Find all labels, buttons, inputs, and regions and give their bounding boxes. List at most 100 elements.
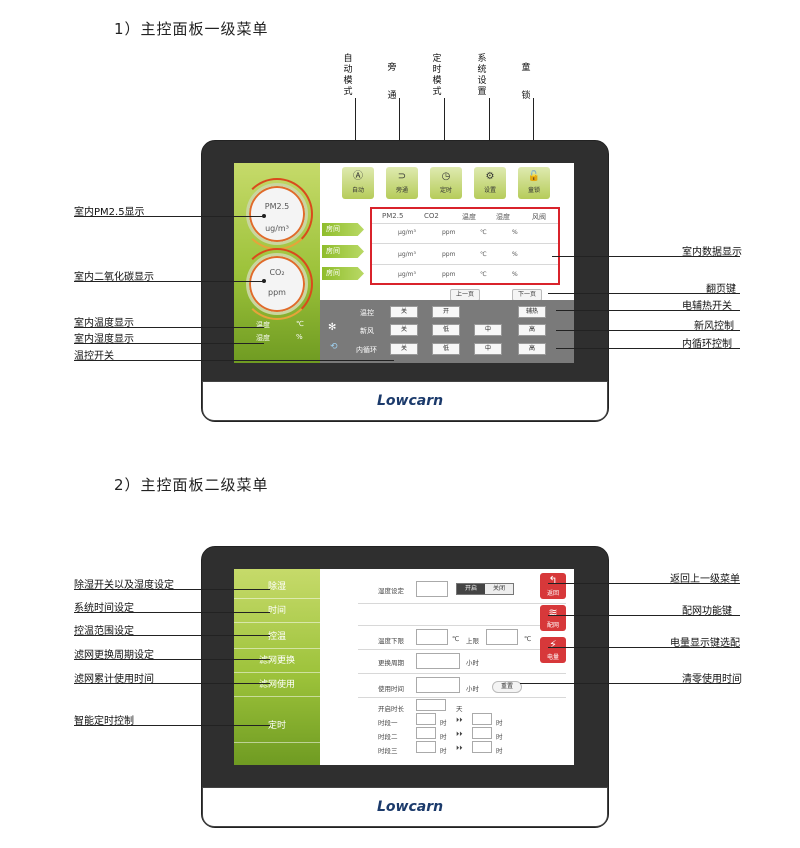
use-time-unit: 小时 <box>466 685 479 693</box>
humid-toggle[interactable]: 开启 关闭 <box>456 583 514 595</box>
temp-off-button[interactable]: 关 <box>390 306 418 318</box>
menu-timer[interactable]: 定时 <box>234 709 320 743</box>
slot2-end-field[interactable] <box>472 727 492 739</box>
top-label-timer: 定时模式 <box>432 54 442 97</box>
humid-label: 湿度 <box>256 334 270 342</box>
leader-line <box>74 216 264 217</box>
leader-line <box>520 683 740 684</box>
network-button[interactable]: ≋配网 <box>540 605 566 631</box>
callout-co2: 室内二氧化碳显示 <box>74 272 154 283</box>
replace-cycle-field[interactable] <box>416 653 460 669</box>
divider <box>358 603 566 604</box>
menu-filter-usage[interactable]: 滤网使用 <box>234 673 320 697</box>
childlock-button[interactable]: 🔓童锁 <box>518 167 550 199</box>
settings-button[interactable]: ⚙设置 <box>474 167 506 199</box>
header-humid: 湿度 <box>496 213 510 221</box>
slot3-start-field[interactable] <box>416 741 436 753</box>
callout-room-data: 室内数据显示 <box>682 247 742 258</box>
reset-button[interactable]: 重置 <box>492 681 522 693</box>
room-tag-3[interactable]: 房间 <box>322 267 364 280</box>
header-valve: 风阀 <box>532 213 546 221</box>
boot-duration-unit: 天 <box>456 705 463 713</box>
leader-line <box>74 612 270 613</box>
room-tag-1[interactable]: 房间 <box>322 223 364 236</box>
callout-recirculation: 内循环控制 <box>682 339 732 350</box>
bypass-button[interactable]: ⊃旁通 <box>386 167 418 199</box>
boot-duration-field[interactable] <box>416 699 446 711</box>
recirc-high-button[interactable]: 高 <box>518 343 546 355</box>
section1-title: 1）主控面板一级菜单 <box>114 20 269 38</box>
timer-button[interactable]: ◷定时 <box>430 167 462 199</box>
temp-low-field[interactable] <box>416 629 448 645</box>
callout-filter-cycle: 滤网更换周期设定 <box>74 650 154 661</box>
status-panel: PM2.5 ug/m³ CO₂ ppm 温度 ℃ 湿度 % <box>234 163 320 363</box>
menu-dehumidify[interactable]: 除湿 <box>234 575 320 599</box>
slot2-start-field[interactable] <box>416 727 436 739</box>
callout-aux-heat: 电辅热开关 <box>682 301 732 312</box>
divider <box>358 625 566 626</box>
temp-high-field[interactable] <box>486 629 518 645</box>
aux-heat-button[interactable]: 辅热 <box>518 306 546 318</box>
slot3-label: 时段三 <box>378 747 398 755</box>
room1-hum: % <box>512 229 518 236</box>
recirc-mid-button[interactable]: 中 <box>474 343 502 355</box>
fresh-mid-button[interactable]: 中 <box>474 324 502 336</box>
fresh-low-button[interactable]: 低 <box>432 324 460 336</box>
leader-line <box>74 360 394 361</box>
top-label-auto: 自动模式 <box>343 54 353 97</box>
lock-icon: 🔓 <box>527 171 541 182</box>
humid-unit: % <box>296 333 303 341</box>
menu-time[interactable]: 时间 <box>234 599 320 623</box>
temp-on-button[interactable]: 开 <box>432 306 460 318</box>
recirculation-icon: ⟲ <box>330 342 338 352</box>
temp-high-unit: ℃ <box>524 635 532 643</box>
power-button[interactable]: ⚡电量 <box>540 637 566 663</box>
slot3-end-field[interactable] <box>472 741 492 753</box>
room-tag-2[interactable]: 房间 <box>322 245 364 258</box>
menu-filter-replace[interactable]: 滤网更换 <box>234 649 320 673</box>
fresh-off-button[interactable]: 关 <box>390 324 418 336</box>
slot1-end-field[interactable] <box>472 713 492 725</box>
use-time-label: 使用时间 <box>378 685 404 693</box>
callout-temp: 室内温度显示 <box>74 318 134 329</box>
humid-set-label: 湿度设定 <box>378 587 404 595</box>
leader-line <box>74 683 270 684</box>
toggle-off[interactable]: 关闭 <box>485 584 513 594</box>
temp-low-label: 温度下限 <box>378 637 404 645</box>
recirc-low-button[interactable]: 低 <box>432 343 460 355</box>
room2-pm: μg/m³ <box>398 251 416 258</box>
pm25-gauge: PM2.5 ug/m³ <box>241 178 313 250</box>
leader-line <box>533 98 534 162</box>
temp-control-label: 温控 <box>360 309 374 317</box>
leader-line <box>74 589 270 590</box>
replace-cycle-label: 更换周期 <box>378 659 404 667</box>
bypass-icon: ⊃ <box>397 171 407 182</box>
leader-line <box>74 281 264 282</box>
slot2-label: 时段二 <box>378 733 398 741</box>
leader-line <box>556 330 740 331</box>
callout-temp-switch: 温控开关 <box>74 351 114 362</box>
humid-set-field[interactable] <box>416 581 448 597</box>
slot2-arrow-icon: ⏵⏵ <box>456 730 463 738</box>
slot2-start-unit: 时 <box>440 733 447 741</box>
menu-temp-control[interactable]: 控温 <box>234 625 320 649</box>
auto-icon: Ⓐ <box>353 171 363 182</box>
slot1-start-field[interactable] <box>416 713 436 725</box>
slot1-arrow-icon: ⏵⏵ <box>456 716 463 724</box>
use-time-field[interactable] <box>416 677 460 693</box>
leader-line <box>74 659 270 660</box>
menu-panel: 除湿 时间 控温 滤网更换 滤网使用 定时 <box>234 569 320 765</box>
recirc-off-button[interactable]: 关 <box>390 343 418 355</box>
divider <box>372 223 558 224</box>
leader-line <box>552 256 740 257</box>
fresh-high-button[interactable]: 高 <box>518 324 546 336</box>
pm25-unit: ug/m³ <box>265 224 289 233</box>
toggle-on[interactable]: 开启 <box>457 584 485 594</box>
temp-low-unit: ℃ <box>452 635 460 643</box>
divider <box>372 264 558 265</box>
back-button[interactable]: ↰返回 <box>540 573 566 599</box>
room1-pm: μg/m³ <box>398 229 416 236</box>
leader-line <box>556 310 740 311</box>
